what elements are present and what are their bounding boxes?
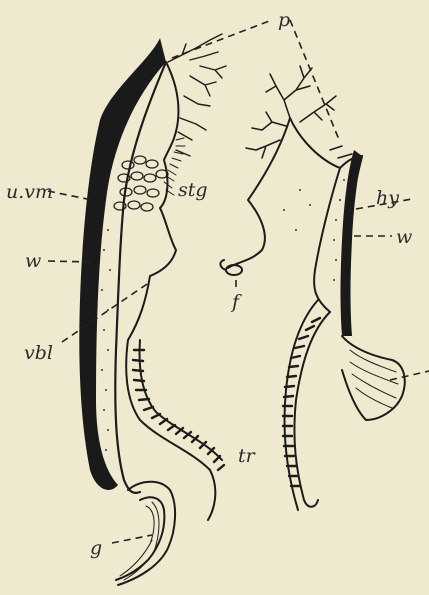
label-w-left: w (25, 250, 41, 272)
label-p: p (278, 9, 290, 31)
right-outer-wall (341, 150, 363, 336)
label-vbl: vbl (24, 342, 53, 364)
label-hy: hy (376, 187, 399, 209)
cell-cluster (114, 156, 168, 211)
right-villi (246, 66, 352, 158)
left-outer-wall (79, 38, 166, 490)
label-tr: tr (238, 445, 257, 467)
trachea-left-ridges (133, 350, 224, 470)
g-structure (116, 482, 175, 585)
stipple-dots (101, 179, 345, 451)
trachea-right-ridges (283, 318, 320, 486)
trachea-left-wall (126, 340, 222, 520)
label-g: g (90, 537, 102, 559)
label-stg: stg (178, 179, 208, 201)
label-u-vm: u.vm (6, 181, 53, 203)
label-w-right: w (396, 226, 412, 248)
label-f: f (230, 291, 242, 313)
